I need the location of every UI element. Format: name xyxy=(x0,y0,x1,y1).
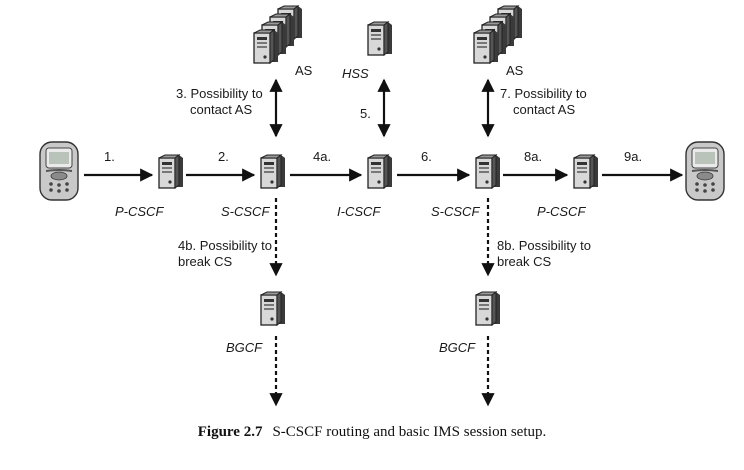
server-stack-icon xyxy=(253,5,303,64)
node-label-bgcf: BGCF xyxy=(226,340,263,355)
svg-text:break CS: break CS xyxy=(497,254,552,269)
node-label-s-cscf: S-CSCF xyxy=(431,204,480,219)
mobile-phone-icon xyxy=(39,141,79,201)
node-label-as: AS xyxy=(506,63,524,78)
node-label-bgcf: BGCF xyxy=(439,340,476,355)
server-stack-icon xyxy=(473,5,523,64)
server-icon xyxy=(367,154,393,189)
svg-text:4b. Possibility to: 4b. Possibility to xyxy=(178,238,272,253)
svg-text:8b. Possibility to: 8b. Possibility to xyxy=(497,238,591,253)
node-label-p-cscf: P-CSCF xyxy=(537,204,586,219)
svg-text:contact AS: contact AS xyxy=(513,102,575,117)
step-label-1: 1. xyxy=(104,149,115,164)
node-label-s-cscf: S-CSCF xyxy=(221,204,270,219)
step-label-6: 6. xyxy=(421,149,432,164)
figure-caption: Figure 2.7 S-CSCF routing and basic IMS s… xyxy=(0,424,744,441)
svg-text:3. Possibility to: 3. Possibility to xyxy=(176,86,263,101)
step-label-8b: 8b. Possibility to break CS xyxy=(497,238,591,269)
svg-text:break CS: break CS xyxy=(178,254,233,269)
server-icon xyxy=(475,291,501,326)
server-icon xyxy=(260,291,286,326)
figure-caption-text: S-CSCF routing and basic IMS session set… xyxy=(272,424,547,440)
mobile-phone-icon xyxy=(685,141,725,201)
hss-server-icon xyxy=(367,21,393,56)
figure-number: Figure 2.7 xyxy=(197,424,263,440)
step-label-4a: 4a. xyxy=(313,149,331,164)
ims-routing-diagram: P-CSCF S-CSCF I-CSCF S-CSCF P-CSCF HSS A… xyxy=(39,5,725,407)
step-label-9a: 9a. xyxy=(624,149,642,164)
server-icon xyxy=(158,154,184,189)
node-label-hss: HSS xyxy=(342,66,369,81)
step-label-5: 5. xyxy=(360,106,371,121)
node-label-as: AS xyxy=(295,63,313,78)
svg-text:7. Possibility to: 7. Possibility to xyxy=(500,86,587,101)
step-label-7: 7. Possibility to contact AS xyxy=(500,86,587,117)
step-label-3: 3. Possibility to contact AS xyxy=(176,86,263,117)
step-label-4b: 4b. Possibility to break CS xyxy=(178,238,272,269)
server-icon xyxy=(475,154,501,189)
step-label-8a: 8a. xyxy=(524,149,542,164)
server-icon xyxy=(260,154,286,189)
step-label-2: 2. xyxy=(218,149,229,164)
server-icon xyxy=(573,154,599,189)
node-label-i-cscf: I-CSCF xyxy=(337,204,381,219)
svg-text:contact AS: contact AS xyxy=(190,102,252,117)
node-label-p-cscf: P-CSCF xyxy=(115,204,164,219)
